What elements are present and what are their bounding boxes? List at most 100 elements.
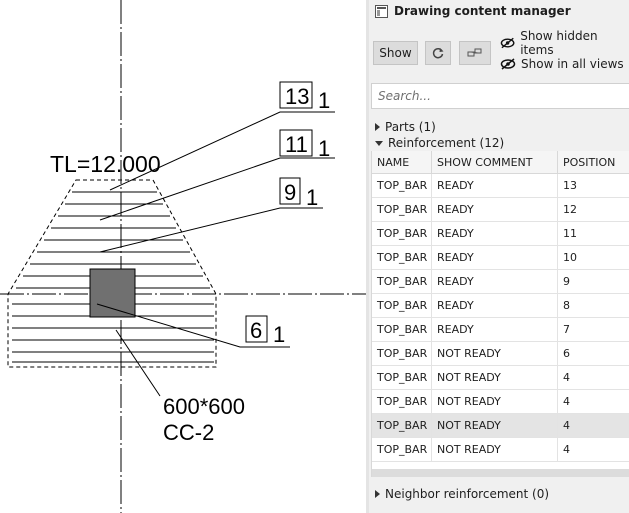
- footing-outline[interactable]: [7, 179, 217, 368]
- cell-show-comment: READY: [432, 318, 558, 341]
- collapse-arrow-icon[interactable]: [375, 140, 383, 146]
- mark-number: 9: [284, 180, 296, 205]
- eye-slash-icon: [500, 58, 516, 70]
- position-mark-13[interactable]: 13 1: [279, 81, 330, 113]
- column-name-label[interactable]: CC-2: [163, 420, 214, 445]
- mark-box: [279, 129, 313, 157]
- panel-title: Drawing content manager: [394, 4, 571, 18]
- mark-number: 13: [285, 84, 309, 109]
- cell-position: 4: [558, 390, 629, 413]
- cell-position: 4: [558, 414, 629, 437]
- cell-position: 11: [558, 222, 629, 245]
- cell-position: 12: [558, 198, 629, 221]
- cell-show-comment: NOT READY: [432, 366, 558, 389]
- tree-node-neighbor-reinforcement[interactable]: Neighbor reinforcement (0): [375, 486, 549, 502]
- cell-show-comment: NOT READY: [432, 438, 558, 461]
- show-in-all-views-toggle[interactable]: Show in all views: [500, 55, 624, 73]
- column-size-label[interactable]: 600*600: [163, 394, 245, 419]
- cell-position: 4: [558, 438, 629, 461]
- select-in-model-button[interactable]: [459, 41, 491, 65]
- refresh-icon: [432, 47, 444, 59]
- cell-position: 9: [558, 270, 629, 293]
- cell-position: 13: [558, 174, 629, 197]
- search-input[interactable]: [371, 83, 629, 109]
- expand-arrow-icon[interactable]: [375, 123, 380, 131]
- cell-show-comment: NOT READY: [432, 390, 558, 413]
- mark-number: 11: [285, 132, 308, 157]
- cell-show-comment: READY: [432, 294, 558, 317]
- cell-position: 8: [558, 294, 629, 317]
- tree-node-label: Neighbor reinforcement (0): [385, 487, 550, 501]
- show-button[interactable]: Show: [373, 41, 418, 65]
- cell-name: TOP_BAR: [372, 366, 432, 389]
- cell-name: TOP_BAR: [372, 222, 432, 245]
- mark-count: 1: [318, 88, 330, 113]
- refresh-button[interactable]: [425, 41, 451, 65]
- tree-node-label: Reinforcement (12): [388, 136, 505, 150]
- show-button-label: Show: [379, 46, 412, 60]
- cell-show-comment: READY: [432, 174, 558, 197]
- position-mark-6[interactable]: 6 1: [245, 315, 285, 347]
- table-header: NAME SHOW COMMENT POSITION: [372, 151, 629, 174]
- mark-count: 1: [318, 136, 330, 161]
- drawing-canvas[interactable]: TL=12.000 13 1 11 1 9 1: [0, 0, 366, 513]
- select-in-model-icon: [467, 48, 482, 57]
- mark-count: 1: [306, 185, 318, 210]
- mark-number: 6: [250, 318, 262, 343]
- horizontal-scrollbar[interactable]: [372, 469, 629, 477]
- cell-name: TOP_BAR: [372, 174, 432, 197]
- cell-name: TOP_BAR: [372, 342, 432, 365]
- show-hidden-items-label: Show hidden items: [520, 29, 598, 57]
- show-in-all-views-label: Show in all views: [521, 57, 624, 71]
- cell-show-comment: NOT READY: [432, 342, 558, 365]
- position-mark-9[interactable]: 9 1: [279, 177, 318, 210]
- column-header-name[interactable]: NAME: [372, 151, 432, 173]
- cell-name: TOP_BAR: [372, 294, 432, 317]
- cell-show-comment: NOT READY: [432, 414, 558, 437]
- expand-arrow-icon[interactable]: [375, 490, 380, 498]
- tree-node-parts[interactable]: Parts (1): [375, 119, 436, 135]
- position-mark-11[interactable]: 11 1: [279, 129, 330, 161]
- panel-splitter[interactable]: [366, 0, 369, 513]
- cell-position: 4: [558, 366, 629, 389]
- leader-lines: [96, 111, 335, 397]
- cell-name: TOP_BAR: [372, 438, 432, 461]
- column-header-show-comment[interactable]: SHOW COMMENT: [432, 151, 558, 173]
- column-section[interactable]: [89, 268, 136, 318]
- cell-name: TOP_BAR: [372, 198, 432, 221]
- cell-show-comment: READY: [432, 246, 558, 269]
- cell-position: 10: [558, 246, 629, 269]
- level-label[interactable]: TL=12.000: [50, 151, 161, 177]
- cell-position: 6: [558, 342, 629, 365]
- tree-node-reinforcement[interactable]: Reinforcement (12): [375, 135, 504, 151]
- panel-header: Drawing content manager: [375, 2, 571, 20]
- cell-name: TOP_BAR: [372, 270, 432, 293]
- cell-show-comment: READY: [432, 270, 558, 293]
- tree-node-label: Parts (1): [385, 120, 436, 134]
- drawing-content-manager-panel: Drawing content manager Show Show hidden…: [369, 0, 629, 513]
- show-hidden-items-toggle[interactable]: Show hidden items: [500, 29, 629, 57]
- mark-box: [245, 315, 268, 343]
- column-header-position[interactable]: POSITION: [558, 151, 629, 173]
- cell-name: TOP_BAR: [372, 390, 432, 413]
- cell-show-comment: READY: [432, 222, 558, 245]
- panel-window-icon: [375, 4, 388, 18]
- cell-name: TOP_BAR: [372, 414, 432, 437]
- cell-name: TOP_BAR: [372, 318, 432, 341]
- mark-box: [279, 81, 313, 109]
- cell-show-comment: READY: [432, 198, 558, 221]
